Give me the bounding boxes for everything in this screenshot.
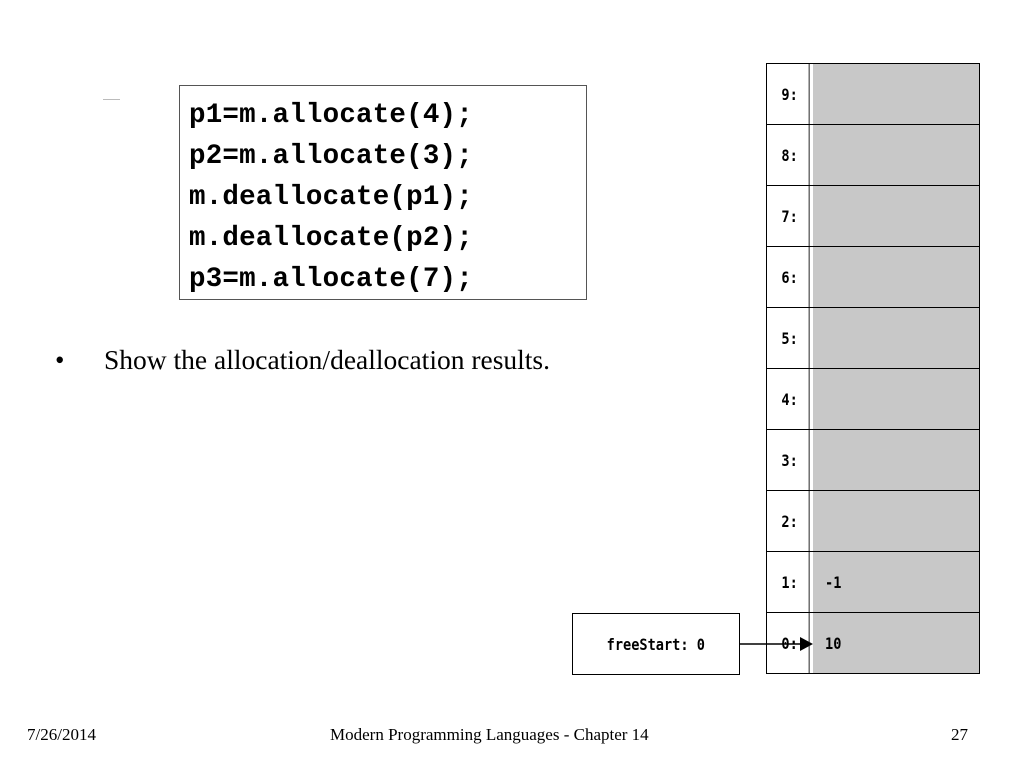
memory-cell: 9:	[767, 64, 979, 124]
memory-cell: 4:	[767, 368, 979, 429]
memory-value	[813, 369, 979, 429]
memory-address: 7:	[770, 186, 810, 246]
memory-value	[813, 247, 979, 307]
free-start-value: 0	[696, 634, 706, 654]
memory-address: 6:	[770, 247, 810, 307]
bullet-icon: •	[55, 345, 65, 375]
memory-address: 1:	[770, 552, 810, 612]
page-number: 27	[951, 725, 968, 744]
memory-value	[813, 186, 979, 246]
code-line: m.deallocate(p1);	[189, 182, 473, 213]
memory-value	[813, 125, 979, 185]
memory-cell: 6:	[767, 246, 979, 307]
memory-address: 4:	[770, 369, 810, 429]
code-line: m.deallocate(p2);	[189, 223, 473, 254]
code-box: p1=m.allocate(4); p2=m.allocate(3); m.de…	[179, 85, 587, 300]
memory-cell: 1: -1	[767, 551, 979, 612]
memory-address: 2:	[770, 491, 810, 551]
memory-value	[813, 64, 979, 124]
free-start-box: freeStart: 0	[572, 613, 740, 675]
footer-date: 7/26/2014	[27, 725, 96, 744]
arrowhead-icon	[800, 637, 813, 651]
memory-value	[813, 430, 979, 490]
memory-address: 8:	[770, 125, 810, 185]
memory-cell: 2:	[767, 490, 979, 551]
memory-value	[813, 491, 979, 551]
memory-cell: 8:	[767, 124, 979, 185]
free-start-text: freeStart: 0	[607, 635, 705, 654]
memory-value: -1	[813, 552, 979, 612]
code-line: p2=m.allocate(3);	[189, 141, 473, 172]
memory-diagram: 9: 8: 7: 6: 5: 4: 3: 2: 1: -1 0: 10	[766, 63, 980, 674]
code-line: p1=m.allocate(4);	[189, 100, 473, 131]
code-line: p3=m.allocate(7);	[189, 264, 473, 295]
memory-value: 10	[813, 613, 979, 673]
memory-value	[813, 308, 979, 368]
memory-cell: 0: 10	[767, 612, 979, 673]
memory-value-text: -1	[825, 572, 842, 592]
memory-address: 9:	[770, 64, 810, 124]
bullet-text: Show the allocation/deallocation results…	[104, 344, 551, 375]
memory-cell: 7:	[767, 185, 979, 246]
memory-value-text: 10	[825, 633, 842, 653]
memory-address: 3:	[770, 430, 810, 490]
memory-cell: 5:	[767, 307, 979, 368]
memory-cell: 3:	[767, 429, 979, 490]
footer-title: Modern Programming Languages - Chapter 1…	[330, 725, 649, 744]
memory-address: 5:	[770, 308, 810, 368]
decorative-mark	[103, 99, 120, 100]
free-start-label: freeStart:	[606, 634, 689, 654]
